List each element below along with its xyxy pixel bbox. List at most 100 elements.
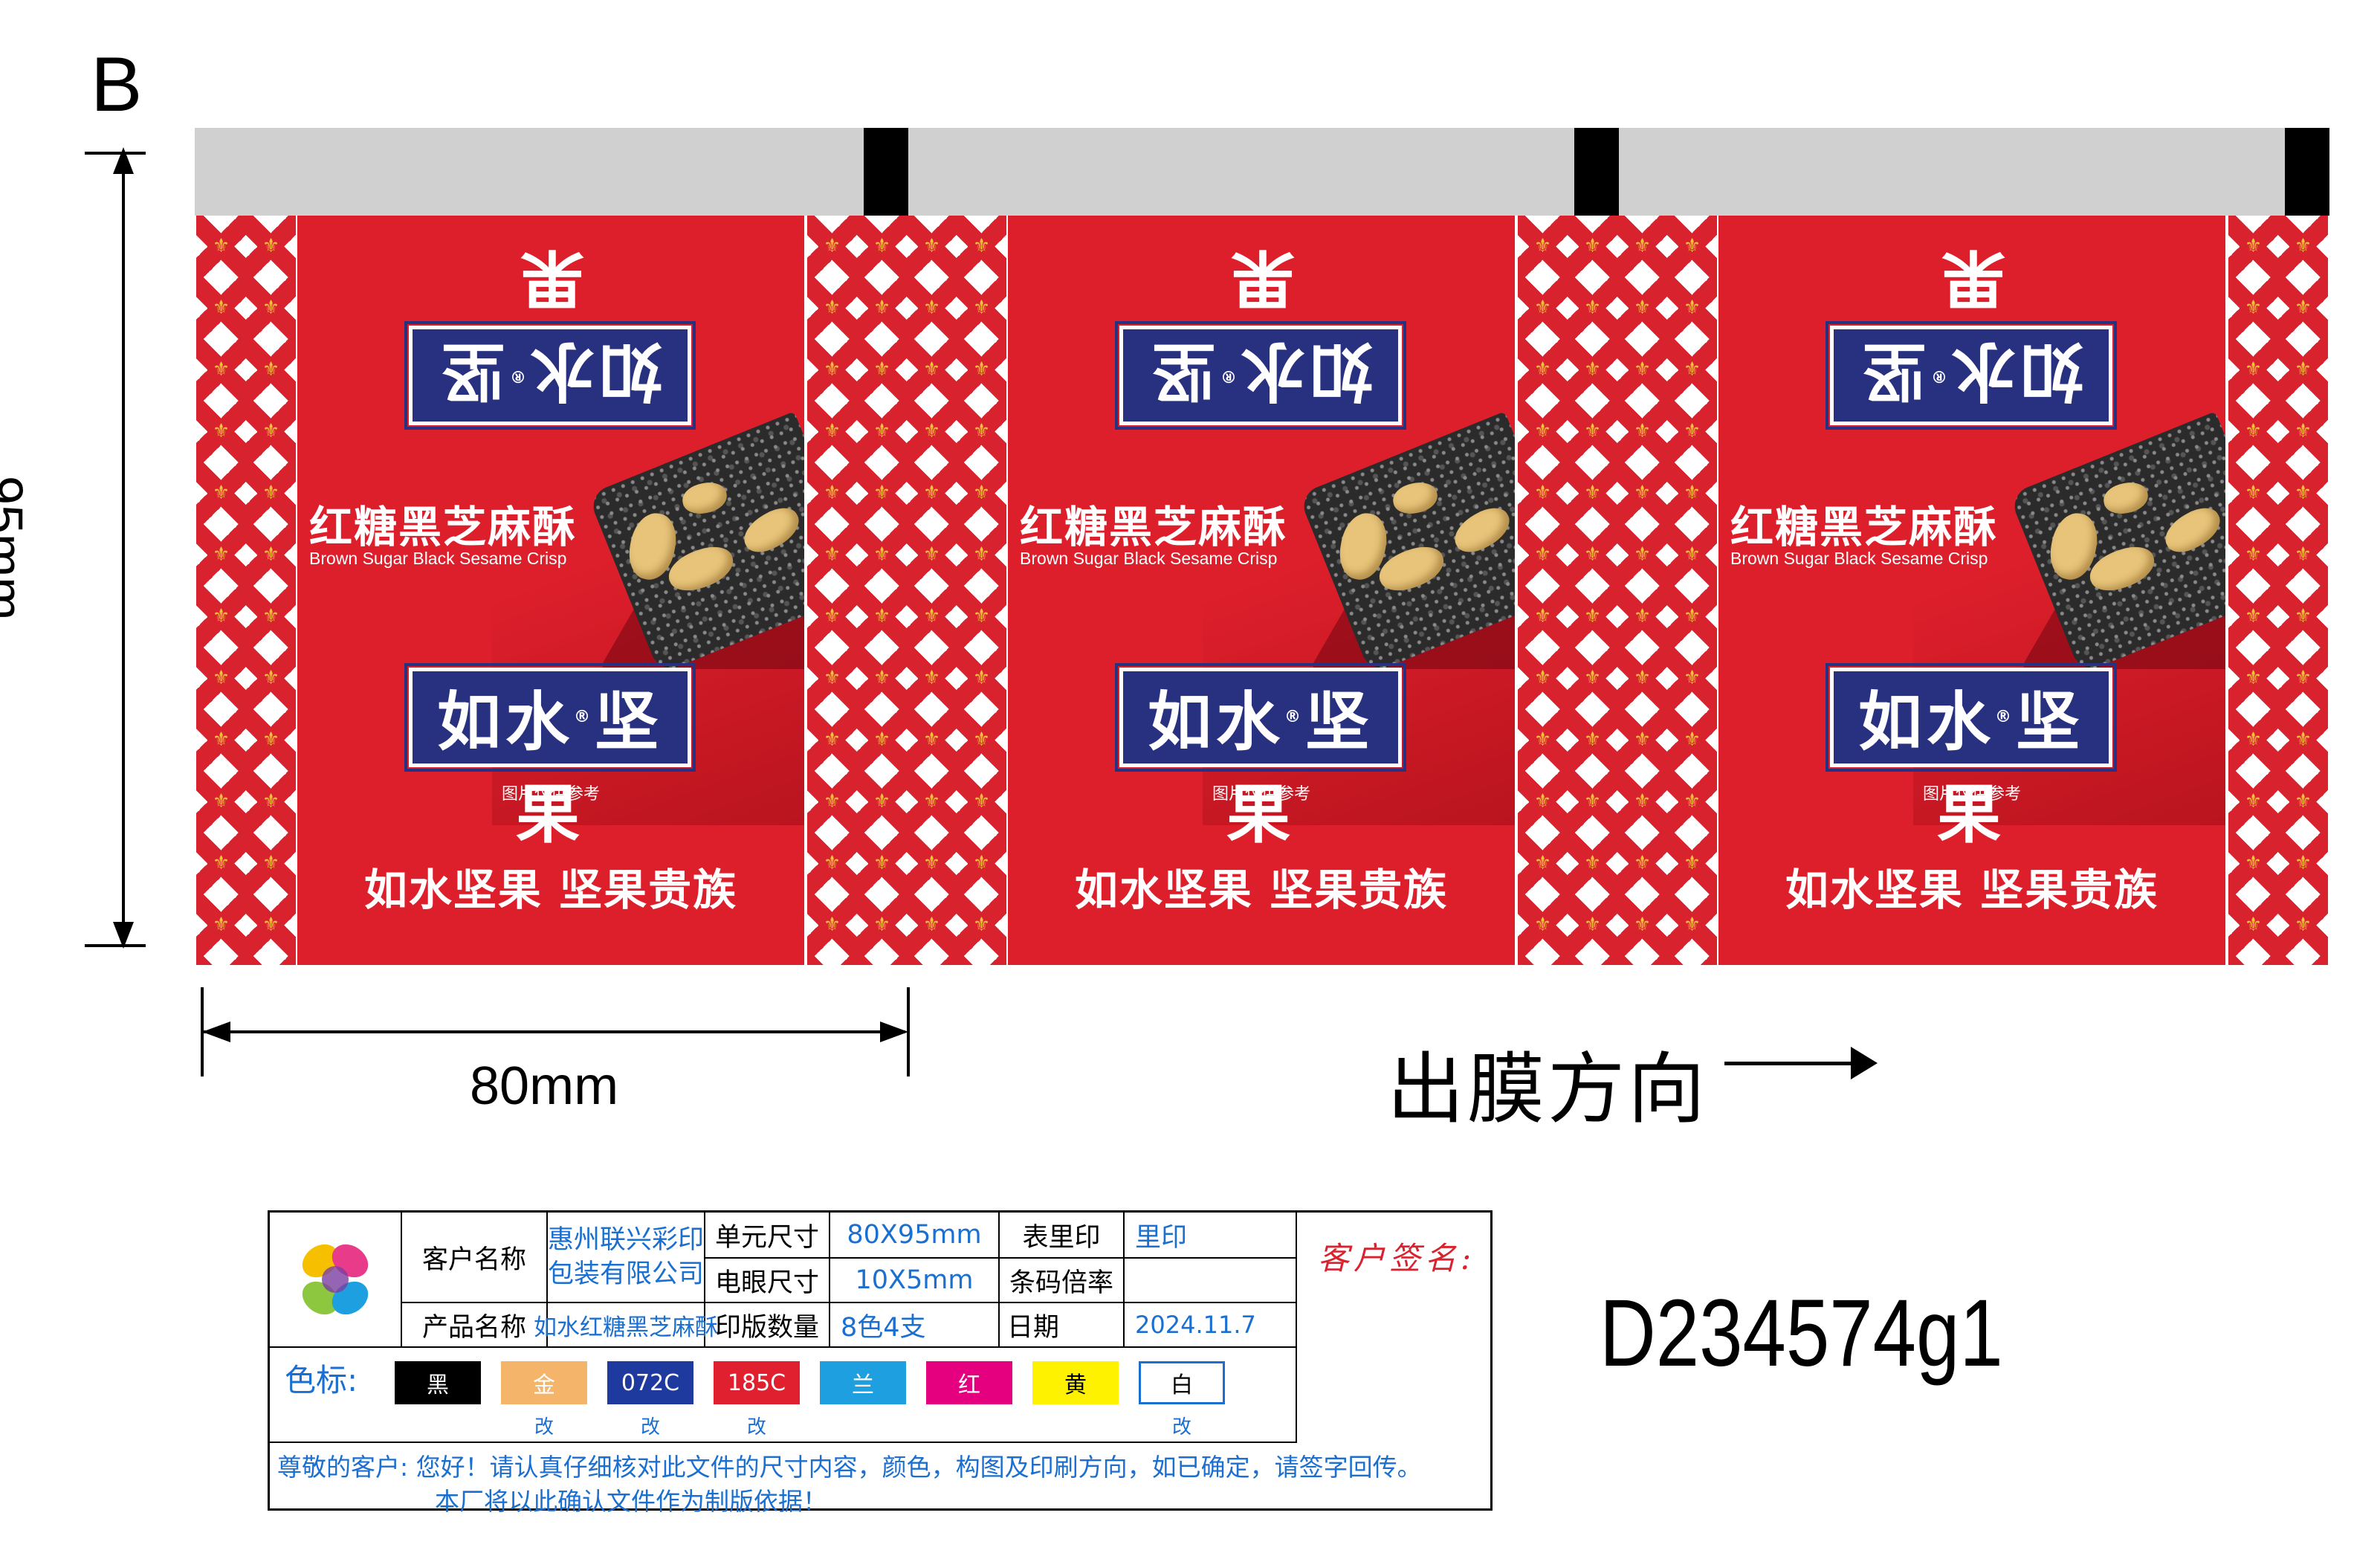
fleur-de-lis-icon: ⚜	[1683, 667, 1701, 689]
arrow-right-icon	[880, 1021, 908, 1042]
fleur-de-lis-icon: ⚜	[823, 420, 841, 442]
image-reference-note: 图片仅供参考	[1212, 785, 1310, 804]
brand-logo: 如水®坚果	[404, 663, 696, 852]
fleur-de-lis-icon: ⚜	[1583, 297, 1602, 319]
film-direction-label: 出膜方向	[1387, 1044, 1709, 1134]
diamond-pattern-strip: ⚜⚜⚜⚜⚜⚜⚜⚜⚜⚜⚜⚜⚜⚜⚜⚜⚜⚜⚜⚜⚜⚜⚜⚜⚜⚜⚜⚜⚜⚜⚜⚜⚜⚜⚜⚜⚜⚜⚜⚜…	[2228, 216, 2328, 965]
sesame-crisp-image	[1298, 401, 1515, 684]
fleur-de-lis-icon: ⚜	[823, 729, 841, 751]
color-swatch: 黑	[395, 1361, 481, 1404]
fleur-de-lis-icon: ⚜	[873, 790, 891, 813]
fleur-de-lis-icon: ⚜	[972, 852, 991, 874]
fleur-de-lis-icon: ⚜	[1583, 420, 1602, 442]
fleur-de-lis-icon: ⚜	[922, 729, 941, 751]
fleur-de-lis-icon: ⚜	[212, 914, 230, 936]
fleur-de-lis-icon: ⚜	[957, 956, 1006, 965]
fleur-de-lis-icon: ⚜	[823, 235, 841, 257]
fleur-de-lis-icon: ⚜	[1533, 297, 1552, 319]
fleur-de-lis-icon: ⚜	[212, 605, 230, 627]
height-dimension-label: 95mm	[0, 476, 33, 621]
eye-mark-size-value: 10X5mm	[830, 1259, 1000, 1303]
fleur-de-lis-icon: ⚜	[1683, 790, 1701, 813]
fleur-de-lis-icon: ⚜	[262, 729, 280, 751]
fleur-de-lis-icon: ⚜	[972, 297, 991, 319]
eye-mark	[1574, 128, 1619, 216]
fleur-de-lis-icon: ⚜	[1583, 358, 1602, 381]
fleur-de-lis-icon: ⚜	[212, 543, 230, 566]
fleur-de-lis-icon: ⚜	[262, 852, 280, 874]
customer-notice: 尊敬的客户: 您好！请认真仔细核对此文件的尺寸内容，颜色，构图及印刷方向，如已确…	[277, 1450, 1422, 1519]
brand-logo: 如水®坚果	[1115, 663, 1406, 852]
notice-line: 本厂将以此确认文件作为制版依据！	[435, 1487, 827, 1516]
fleur-de-lis-icon: ⚜	[1683, 420, 1701, 442]
customer-signature-label: 客户签名:	[1318, 1240, 1476, 1276]
fleur-de-lis-icon: ⚜	[922, 420, 941, 442]
fleur-de-lis-icon: ⚜	[1633, 358, 1652, 381]
fleur-de-lis-icon: ⚜	[2244, 543, 2263, 566]
fleur-de-lis-icon: ⚜	[922, 235, 941, 257]
diamond-pattern-strip: ⚜⚜⚜⚜⚜⚜⚜⚜⚜⚜⚜⚜⚜⚜⚜⚜⚜⚜⚜⚜⚜⚜⚜⚜⚜⚜⚜⚜⚜⚜⚜⚜⚜⚜⚜⚜⚜⚜⚜⚜…	[196, 216, 296, 965]
fleur-de-lis-icon: ⚜	[1683, 543, 1701, 566]
fleur-de-lis-icon: ⚜	[823, 914, 841, 936]
color-swatch-row	[270, 1348, 1297, 1443]
sesame-crisp-image	[2008, 401, 2225, 684]
dimension-tick	[907, 987, 910, 1076]
fleur-de-lis-icon: ⚜	[922, 667, 941, 689]
fleur-de-lis-icon: ⚜	[2244, 729, 2263, 751]
product-name-en: Brown Sugar Black Sesame Crisp	[1020, 549, 1278, 568]
product-name-en: Brown Sugar Black Sesame Crisp	[309, 549, 567, 568]
fleur-de-lis-icon: ⚜	[2244, 358, 2263, 381]
date-label: 日期	[1000, 1303, 1125, 1348]
fleur-de-lis-icon: ⚜	[873, 852, 891, 874]
arrow-up-icon	[113, 147, 134, 174]
fleur-de-lis-icon: ⚜	[1683, 358, 1701, 381]
color-swatch: 185C	[714, 1361, 800, 1404]
fleur-de-lis-icon: ⚜	[2294, 667, 2312, 689]
notice-line: 尊敬的客户: 您好！请认真仔细核对此文件的尺寸内容，颜色，构图及印刷方向，如已确…	[277, 1453, 1422, 1482]
fleur-de-lis-icon: ⚜	[1533, 482, 1552, 504]
fleur-de-lis-icon: ⚜	[823, 297, 841, 319]
fleur-de-lis-icon: ⚜	[2244, 605, 2263, 627]
fleur-de-lis-icon: ⚜	[972, 729, 991, 751]
fleur-de-lis-icon: ⚜	[972, 543, 991, 566]
arrow-down-icon	[113, 922, 134, 949]
fleur-de-lis-icon: ⚜	[922, 358, 941, 381]
fleur-de-lis-icon: ⚜	[1583, 852, 1602, 874]
print-side-label: 表里印	[1000, 1213, 1125, 1259]
fleur-de-lis-icon: ⚜	[1633, 914, 1652, 936]
fleur-de-lis-icon: ⚜	[1533, 420, 1552, 442]
fleur-de-lis-icon: ⚜	[2294, 297, 2312, 319]
fleur-de-lis-icon: ⚜	[873, 358, 891, 381]
fleur-de-lis-icon: ⚜	[1683, 914, 1701, 936]
sheet-label: B	[91, 42, 143, 128]
print-side-value: 里印	[1125, 1213, 1297, 1259]
direction-arrow-line	[1724, 1062, 1858, 1065]
width-dimension-label: 80mm	[470, 1056, 619, 1116]
fleur-de-lis-icon: ⚜	[2294, 235, 2312, 257]
fleur-de-lis-icon: ⚜	[922, 914, 941, 936]
fleur-de-lis-icon: ⚜	[2294, 543, 2312, 566]
fleur-de-lis-icon: ⚜	[1683, 729, 1701, 751]
fleur-de-lis-icon: ⚜	[972, 605, 991, 627]
fleur-de-lis-icon: ⚜	[2294, 420, 2312, 442]
fleur-de-lis-icon: ⚜	[262, 790, 280, 813]
fleur-de-lis-icon: ⚜	[823, 852, 841, 874]
fleur-de-lis-icon: ⚜	[823, 667, 841, 689]
fleur-de-lis-icon: ⚜	[972, 420, 991, 442]
barcode-ratio-label: 条码倍率	[1000, 1259, 1125, 1303]
fleur-de-lis-icon: ⚜	[262, 235, 280, 257]
image-reference-note: 图片仅供参考	[501, 785, 600, 804]
fleur-de-lis-icon: ⚜	[1533, 667, 1552, 689]
fleur-de-lis-icon: ⚜	[922, 543, 941, 566]
barcode-ratio-value	[1125, 1259, 1297, 1303]
fleur-de-lis-icon: ⚜	[1533, 605, 1552, 627]
fleur-de-lis-icon: ⚜	[1633, 790, 1652, 813]
arrow-left-icon	[202, 1021, 230, 1042]
fleur-de-lis-icon: ⚜	[1633, 297, 1652, 319]
slogan: 如水坚果 坚果贵族	[363, 865, 738, 915]
plate-count-label: 印版数量	[705, 1303, 830, 1348]
fleur-de-lis-icon: ⚜	[922, 790, 941, 813]
fleur-de-lis-icon: ⚜	[2294, 790, 2312, 813]
fleur-de-lis-icon: ⚜	[2294, 852, 2312, 874]
fleur-de-lis-icon: ⚜	[2294, 914, 2312, 936]
